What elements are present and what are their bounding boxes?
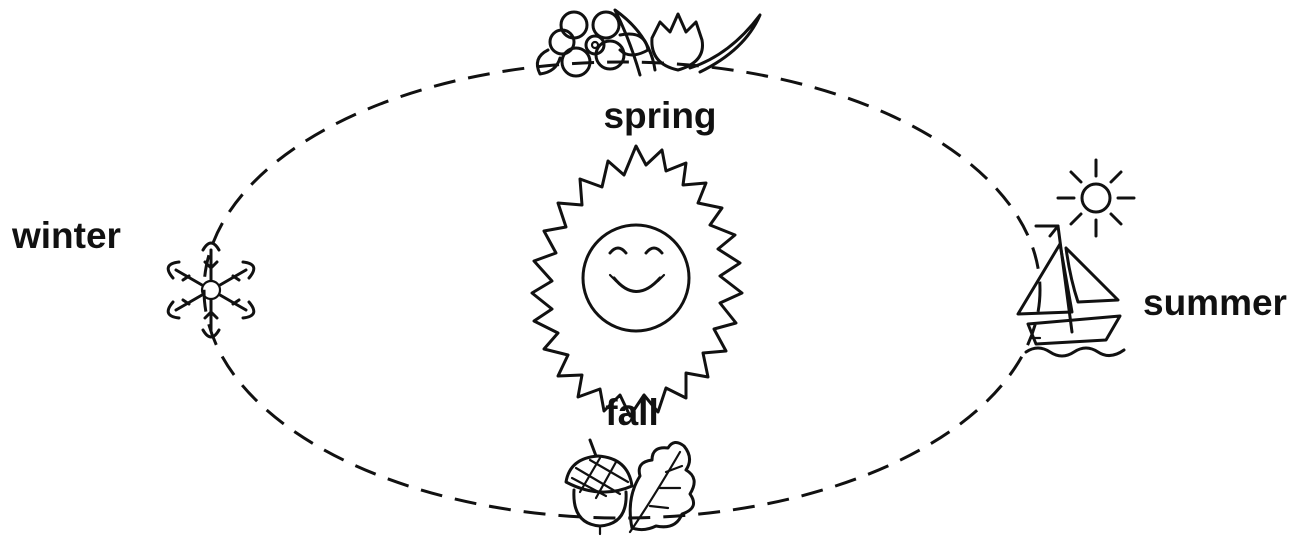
- label-spring: spring: [603, 95, 716, 136]
- acorn-leaf-icon: [566, 440, 694, 534]
- flowers-icon: [537, 10, 760, 76]
- snowflake-icon: [168, 243, 254, 337]
- label-winter: winter: [11, 215, 121, 256]
- sun-face-icon: [532, 146, 742, 416]
- label-fall: fall: [605, 392, 658, 433]
- label-summer: summer: [1143, 282, 1287, 323]
